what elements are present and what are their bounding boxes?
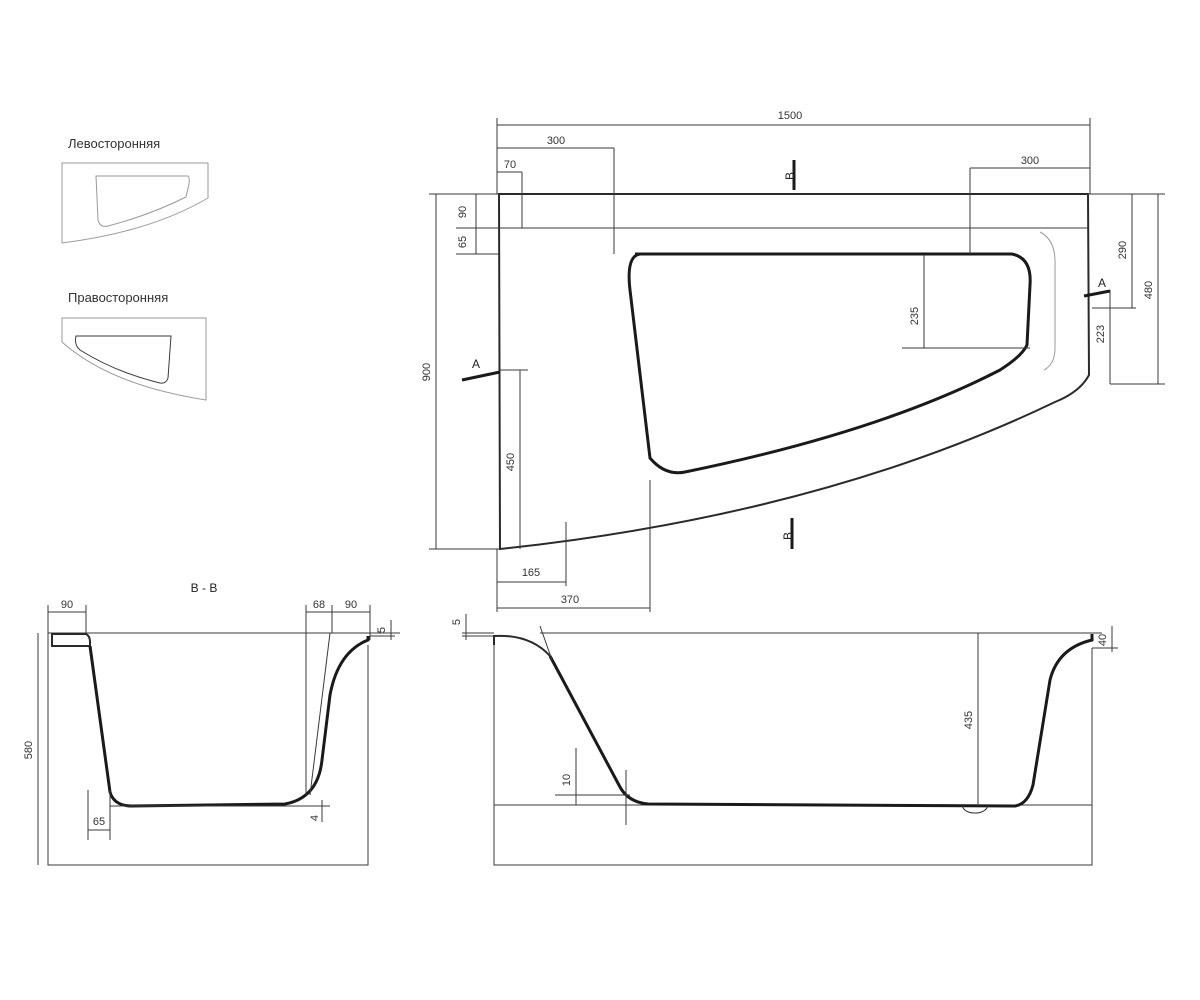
right-variant-thumbnail: Правосторонняя <box>61 290 207 401</box>
svg-text:1500: 1500 <box>778 110 802 122</box>
svg-text:580: 580 <box>23 741 35 759</box>
svg-text:10: 10 <box>561 774 573 786</box>
svg-text:235: 235 <box>909 307 921 325</box>
svg-text:165: 165 <box>522 567 540 579</box>
svg-text:B: B <box>783 172 797 180</box>
svg-text:40: 40 <box>1097 634 1109 646</box>
svg-text:300: 300 <box>1021 155 1039 167</box>
svg-text:5: 5 <box>451 619 463 625</box>
svg-text:370: 370 <box>561 594 579 606</box>
plan-inner-bowl <box>627 252 1032 475</box>
section-aa-bowl <box>548 634 1094 808</box>
svg-text:A: A <box>472 357 480 371</box>
svg-text:B: B <box>781 532 795 540</box>
plan-outer-contour <box>497 193 1091 551</box>
svg-text:70: 70 <box>504 159 516 171</box>
svg-text:480: 480 <box>1143 281 1155 299</box>
svg-text:A: A <box>1098 276 1106 290</box>
svg-text:90: 90 <box>345 599 357 611</box>
svg-text:B - B: B - B <box>191 581 218 595</box>
section-aa-view: 5 40 435 10 <box>451 614 1118 866</box>
left-variant-thumbnail: Левосторонняя <box>61 136 209 244</box>
svg-text:4: 4 <box>309 815 321 821</box>
left-variant-label: Левосторонняя <box>68 136 160 151</box>
right-variant-label: Правосторонняя <box>68 290 168 305</box>
section-bb-bowl <box>88 636 370 808</box>
section-bb-view: B - B 90 68 90 5 580 65 <box>23 581 400 866</box>
svg-text:5: 5 <box>376 627 388 633</box>
svg-text:65: 65 <box>93 816 105 828</box>
plan-view: 1500 300 70 300 B 900 90 65 A 450 <box>421 110 1165 612</box>
svg-text:68: 68 <box>313 599 325 611</box>
svg-text:435: 435 <box>963 711 975 729</box>
svg-text:90: 90 <box>61 599 73 611</box>
svg-text:300: 300 <box>547 135 565 147</box>
svg-text:900: 900 <box>421 363 433 381</box>
svg-text:450: 450 <box>505 453 517 471</box>
svg-text:290: 290 <box>1117 241 1129 259</box>
svg-text:90: 90 <box>457 206 469 218</box>
svg-text:223: 223 <box>1095 325 1107 343</box>
svg-text:65: 65 <box>457 236 469 248</box>
